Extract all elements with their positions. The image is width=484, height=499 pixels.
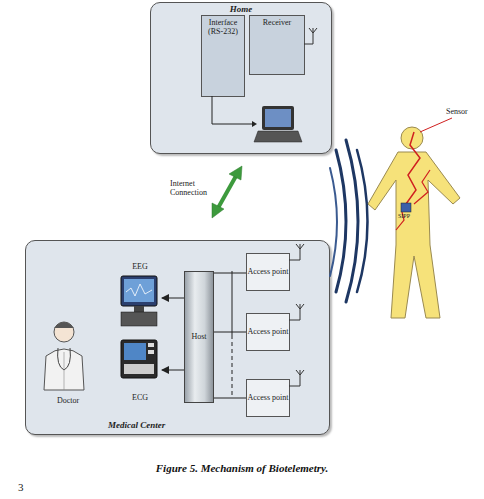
- connector-line: [214, 273, 246, 274]
- node-label: EEG: [118, 263, 162, 272]
- page-number: 3: [18, 481, 32, 493]
- figure-caption: Figure 5. Mechanism of Biotelemetry.: [0, 462, 484, 474]
- access-point-box: Access point: [246, 379, 290, 417]
- node-label: Access point: [247, 268, 288, 277]
- wave-arc: [330, 168, 337, 276]
- node-label: ECG: [118, 394, 162, 403]
- antenna-wire: [289, 386, 300, 387]
- stethoscope: [58, 348, 71, 370]
- host-server: Host: [184, 271, 214, 403]
- antenna-head: [296, 244, 304, 249]
- antenna-head: [296, 370, 304, 375]
- antenna-mast: [300, 370, 301, 386]
- laptop-screen: [265, 109, 291, 127]
- antenna-mast: [300, 304, 301, 320]
- ecg-device: [121, 340, 157, 378]
- body: [368, 152, 460, 318]
- arrow-head: [229, 166, 242, 180]
- monitor-base: [121, 312, 157, 326]
- receiver-box: Receiver: [249, 15, 305, 75]
- node-label: Host: [191, 333, 206, 342]
- eeg-monitor: [121, 276, 157, 326]
- bus-line-dashed: [232, 335, 233, 397]
- signal-line: [406, 132, 420, 204]
- wave-arc: [346, 140, 358, 302]
- medical-center-panel: Medical CenterDoctorEEGECGHostAccess poi…: [25, 240, 330, 435]
- node-label: Access point: [247, 328, 288, 337]
- wave-arc: [357, 150, 368, 292]
- device-button: [148, 350, 154, 354]
- head: [54, 322, 74, 342]
- bus-line: [232, 271, 233, 335]
- patient-figure: [368, 118, 460, 318]
- ecg-node: ECG: [118, 337, 162, 403]
- node-label: Doctor: [36, 397, 100, 406]
- doctor-figure: [44, 322, 84, 390]
- device-label: SIPP: [398, 213, 420, 220]
- hair: [54, 322, 74, 328]
- antenna-head: [309, 28, 317, 33]
- home-antenna: [304, 28, 317, 44]
- panel-title: Medical Center: [108, 421, 165, 431]
- eeg-node: EEG: [118, 263, 162, 333]
- ap-antennas: [289, 244, 304, 386]
- coat-line: [64, 352, 65, 390]
- leader-line: [420, 118, 452, 132]
- laptop-base: [254, 131, 302, 142]
- antenna-wire: [304, 44, 313, 45]
- internet-arrow: [212, 166, 242, 218]
- antenna-head: [296, 304, 304, 309]
- device-body: [121, 340, 157, 378]
- coat: [44, 349, 84, 390]
- head: [401, 127, 423, 149]
- interface-box: Interface (RS-232): [201, 15, 245, 97]
- connection-label: Internet Connection: [170, 180, 218, 198]
- connector-line: [162, 298, 184, 299]
- node-label: Access point: [247, 394, 288, 403]
- access-point-box: Access point: [246, 313, 290, 351]
- access-point-box: Access point: [246, 253, 290, 291]
- node-label: Interface (RS-232): [202, 16, 244, 37]
- antenna-wire: [289, 320, 300, 321]
- arrow-head: [252, 121, 257, 127]
- wireless-waves: [330, 140, 368, 302]
- wave-trace: [126, 284, 152, 296]
- interface-laptop-arrow: [212, 96, 257, 127]
- panel-title: Home: [151, 5, 331, 15]
- wave-arc: [336, 150, 346, 292]
- monitor-screen: [124, 279, 154, 302]
- arrow-shaft: [218, 176, 236, 208]
- device-panel: [124, 364, 154, 374]
- connector-line: [214, 398, 246, 399]
- monitor-frame: [121, 276, 157, 306]
- antenna-mast: [313, 28, 314, 44]
- signal-line: [414, 170, 430, 204]
- arrow-head: [212, 203, 224, 218]
- sensor-device: [401, 203, 411, 212]
- connector-line: [214, 332, 246, 333]
- wire: [212, 96, 252, 124]
- antenna-mast: [300, 244, 301, 260]
- access-bus: [232, 271, 233, 397]
- connector-line: [162, 370, 184, 371]
- device-screen: [124, 343, 146, 360]
- sensor-label: Sensor: [446, 108, 482, 117]
- antenna-wire: [289, 260, 300, 261]
- home-panel: HomeInterface (RS-232) Receiver: [150, 2, 332, 154]
- node-label: Receiver: [250, 16, 304, 28]
- laptop-icon: [254, 106, 302, 142]
- monitor-stand: [134, 306, 144, 312]
- laptop-lid: [262, 106, 294, 130]
- device-button: [148, 343, 154, 347]
- doctor-node: Doctor: [36, 316, 100, 406]
